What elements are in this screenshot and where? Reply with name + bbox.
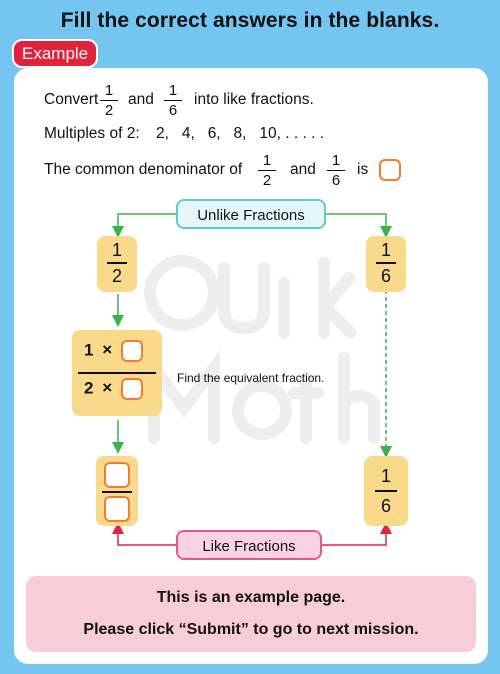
denominator: 2 bbox=[262, 172, 272, 190]
convert-suffix: into like fractions. bbox=[194, 91, 314, 108]
fraction-bar bbox=[327, 170, 345, 172]
unlike-fractions-label: Unlike Fractions bbox=[176, 199, 326, 229]
denominator: 6 bbox=[380, 495, 391, 516]
multiples-values: 2, 4, 6, 8, 10, . . . . . bbox=[156, 125, 324, 142]
multiples-label: Multiples of 2: bbox=[44, 125, 140, 142]
notice-line-2: Please click “Submit” to go to next miss… bbox=[83, 621, 419, 638]
notice-line-1: This is an example page. bbox=[156, 589, 346, 606]
numerator: 1 bbox=[380, 240, 391, 260]
fraction-bar bbox=[258, 170, 276, 172]
like-fractions-label: Like Fractions bbox=[176, 530, 322, 560]
fraction-bar bbox=[164, 100, 182, 102]
left-top-fraction-tile: 1 2 bbox=[97, 236, 137, 292]
example-badge: Example bbox=[12, 39, 99, 68]
unlike-arrow-left bbox=[112, 213, 176, 238]
fraction-bar bbox=[100, 100, 118, 102]
flow-arrows bbox=[112, 213, 392, 546]
multiply-row-numerator: 1 × bbox=[84, 340, 143, 362]
answer-denominator-box[interactable] bbox=[104, 496, 130, 522]
fraction-bar bbox=[78, 372, 156, 374]
equivalent-fraction-tile: 1 × 2 × bbox=[72, 330, 162, 416]
numerator: 1 bbox=[111, 240, 122, 260]
fraction-one-sixth: 1 6 bbox=[164, 82, 182, 119]
numerator: 1 bbox=[380, 466, 391, 486]
common-denominator-prefix: The common denominator of bbox=[44, 161, 243, 178]
content-card: Convert 1 2 and 1 6 into like fractions.… bbox=[14, 68, 488, 664]
fraction-bar bbox=[375, 490, 397, 492]
fraction-one-sixth-small: 1 6 bbox=[327, 152, 345, 189]
answer-numerator-box[interactable] bbox=[104, 462, 130, 488]
convert-prefix: Convert bbox=[44, 91, 99, 108]
row-number: 2 bbox=[84, 378, 94, 398]
denominator: 2 bbox=[111, 265, 122, 286]
right-bottom-fraction-tile: 1 6 bbox=[364, 456, 408, 526]
and-word: and bbox=[128, 91, 154, 108]
fraction-one-half-small: 1 2 bbox=[258, 152, 276, 189]
times-symbol: × bbox=[102, 378, 113, 398]
fraction-bar bbox=[376, 262, 396, 264]
fraction-bar bbox=[107, 262, 127, 264]
equivalent-fraction-hint: Find the equivalent fraction. bbox=[177, 371, 325, 385]
fraction-one-half: 1 2 bbox=[100, 82, 118, 119]
row-number: 1 bbox=[84, 340, 94, 360]
fraction-bar bbox=[102, 491, 132, 493]
numerator: 1 bbox=[104, 82, 114, 99]
numerator-multiplier-box[interactable] bbox=[120, 340, 143, 362]
like-arrow-left bbox=[112, 522, 176, 546]
denominator: 2 bbox=[104, 102, 114, 120]
denominator: 6 bbox=[331, 172, 341, 190]
like-arrow-right bbox=[322, 522, 392, 546]
denominator-multiplier-box[interactable] bbox=[120, 378, 143, 400]
unlike-arrow-right bbox=[326, 213, 392, 238]
left-bottom-answer-tile bbox=[96, 456, 138, 526]
multiply-row-denominator: 2 × bbox=[84, 378, 143, 400]
times-symbol: × bbox=[102, 340, 113, 360]
watermark-logo bbox=[144, 255, 380, 444]
numerator: 1 bbox=[262, 152, 272, 169]
denominator: 6 bbox=[168, 102, 178, 120]
right-top-fraction-tile: 1 6 bbox=[366, 236, 406, 292]
numerator: 1 bbox=[331, 152, 341, 169]
is-word: is bbox=[357, 161, 369, 178]
common-denominator-answer-box[interactable] bbox=[379, 159, 401, 181]
and-word-2: and bbox=[290, 161, 316, 178]
denominator: 6 bbox=[380, 265, 391, 286]
page-title: Fill the correct answers in the blanks. bbox=[60, 9, 440, 32]
example-notice: This is an example page. Please click “S… bbox=[26, 576, 476, 652]
numerator: 1 bbox=[168, 82, 178, 99]
